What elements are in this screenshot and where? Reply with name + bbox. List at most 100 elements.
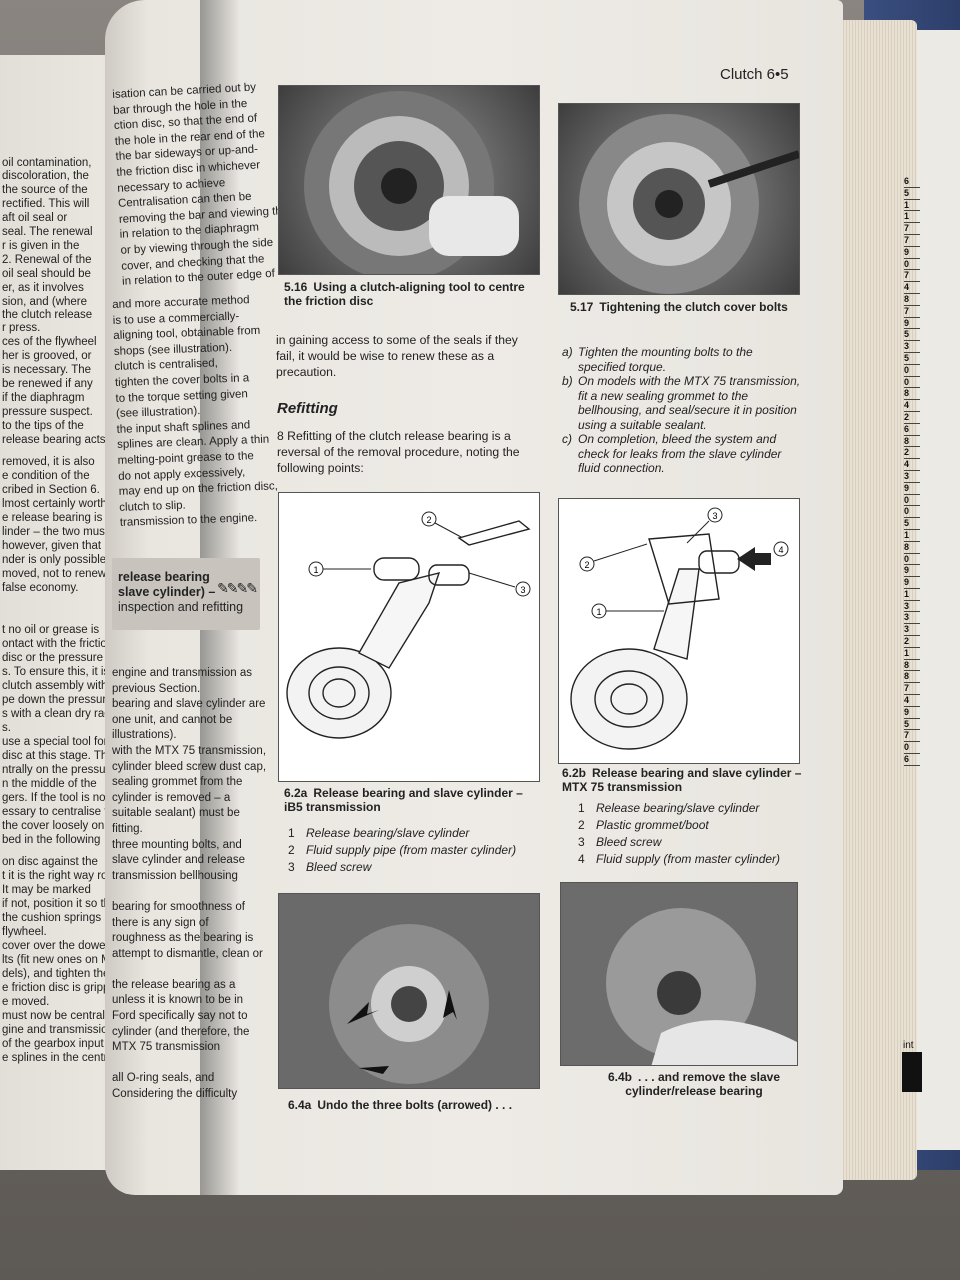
legend-key: 2	[578, 818, 585, 832]
left-page-line: cover over the dowels	[2, 940, 114, 952]
edge-index-entry: 8	[904, 660, 920, 672]
edge-index-entry: 1	[904, 200, 920, 212]
edge-index-entry: 0	[904, 377, 920, 389]
left-page-line: e splines in the centre of	[2, 1052, 127, 1064]
column1-line: there is any sign of	[112, 916, 209, 929]
edge-index-entry: 5	[904, 353, 920, 365]
edge-index-entry: 0	[904, 259, 920, 271]
edge-index-entry: 6	[904, 176, 920, 188]
edge-index-entry: 0	[904, 365, 920, 377]
edge-index-entry: 8	[904, 388, 920, 401]
diagram-6-2a: 1 2 3	[278, 492, 540, 782]
left-page-line: removed, it is also	[2, 456, 95, 468]
left-page-line: r press.	[2, 322, 41, 334]
column1-line: one unit, and cannot be	[112, 713, 233, 726]
left-page-line: aft oil seal or	[2, 212, 68, 224]
left-page-line: er, as it involves	[2, 282, 84, 294]
left-page-line: disc at this stage. The	[2, 750, 114, 762]
edge-index-entry: 8	[904, 542, 920, 554]
refit-point-line: c)On completion, bleed the system and	[562, 432, 802, 447]
column1-line: bearing for smoothness of	[112, 900, 245, 913]
left-page-line: ces of the flywheel	[2, 336, 97, 348]
edge-index-entry: 7	[904, 306, 920, 318]
callout-6-2b-4: 4	[778, 545, 783, 555]
left-page-line: oil seal should be	[2, 268, 91, 280]
edge-index-entry: 4	[904, 282, 920, 294]
column1-line: fitting.	[112, 822, 143, 835]
photo-remove-slave-cylinder	[560, 882, 798, 1066]
legend-text: Release bearing/slave cylinder	[596, 801, 760, 815]
refit-point-line: fluid connection.	[562, 461, 802, 476]
legend-text: Bleed screw	[596, 835, 662, 849]
edge-index-entry: 6	[904, 424, 920, 436]
edge-index-entry: 2	[904, 447, 920, 460]
edge-index-entry: 5	[904, 188, 920, 200]
legend-text: Fluid supply (from master cylinder)	[596, 852, 781, 866]
column1-line: previous Section.	[112, 682, 201, 695]
refit-point-line: specified torque.	[562, 360, 802, 375]
left-page-line: lmost certainly worth	[2, 498, 107, 510]
edge-index-entry: 1	[904, 589, 920, 601]
callout-6-2b-1: 1	[596, 607, 601, 617]
callout-6-2b-3: 3	[712, 511, 717, 521]
edge-index-entry: 7	[904, 730, 920, 743]
column1-line: three mounting bolts, and	[112, 838, 242, 851]
spanner-rating-icon: ✎✎✎✎	[217, 580, 258, 596]
edge-index-entry: 3	[904, 341, 920, 353]
left-page-line: if not, position it so that	[2, 898, 120, 910]
edge-index-entry: 2	[904, 412, 920, 424]
left-page-line: use a special tool for	[2, 736, 108, 748]
legend-key: 1	[288, 826, 295, 840]
refit-point-key: a)	[562, 345, 573, 359]
left-page-line: pressure suspect.	[2, 406, 93, 418]
edge-index-entry: 9	[904, 483, 920, 495]
refit-point-text: bellhousing, and seal/secure it in posit…	[578, 403, 797, 417]
left-page-line: rectified. This will	[2, 198, 90, 210]
edge-index-entry: 8	[904, 671, 920, 684]
column1-line: cylinder (and therefore, the	[112, 1025, 250, 1038]
legend-text: Release bearing/slave cylinder	[306, 826, 470, 840]
left-page-line: however, given that	[2, 540, 102, 552]
column1-line: suitable sealant) must be	[112, 807, 240, 820]
left-page-line: is necessary. The	[2, 364, 92, 376]
left-page-line: s.	[2, 722, 11, 734]
legend-text: Bleed screw	[306, 860, 372, 874]
legend-key: 1	[578, 801, 585, 815]
callout-6-2a-1: 1	[313, 565, 318, 575]
left-page-line: must now be centralised	[2, 1010, 127, 1022]
column1-line: all O-ring seals, and	[112, 1072, 215, 1085]
column1-line: MTX 75 transmission	[112, 1041, 221, 1054]
left-page-line: seal. The renewal	[2, 226, 93, 238]
refit-point-text: fluid connection.	[578, 461, 665, 475]
legend-item: 1 Release bearing/slave cylinder	[288, 825, 516, 842]
left-page-line: linder – the two must	[2, 526, 109, 538]
left-page-line: essary to centralise the	[2, 806, 121, 818]
left-page-line: of the gearbox input shaft	[2, 1038, 132, 1050]
left-page-line: bed in the following	[2, 834, 101, 846]
left-page-line: her is grooved, or	[2, 350, 92, 362]
edge-index-entry: 7	[904, 223, 920, 235]
refit-point-text: Tighten the mounting bolts to the	[578, 345, 753, 359]
edge-index-entry: 1	[904, 648, 920, 660]
photo-clutch-disc-illustration	[304, 91, 519, 274]
edge-index-entry: 0	[904, 495, 920, 507]
left-page-line: r is given in the	[2, 240, 80, 252]
left-page-line: e release bearing is	[2, 512, 103, 524]
left-page-line: the source of the	[2, 184, 88, 196]
refit-point-text: On completion, bleed the system and	[578, 432, 777, 446]
legend-text: Fluid supply pipe (from master cylinder)	[306, 843, 517, 857]
left-page-line: t no oil or grease is	[2, 624, 100, 636]
column1-line: bearing and slave cylinder are	[112, 698, 266, 711]
refit-point-text: check for leaks from the slave cylinder	[578, 446, 782, 461]
refit-point-text: fit a new sealing grommet to the	[578, 388, 749, 403]
refit-point-line: a) Tighten the mounting bolts to the	[562, 345, 802, 360]
edge-index-entry: 9	[904, 707, 920, 719]
photo-tightening-bolts	[558, 103, 800, 295]
edge-index-entry: 6	[904, 754, 920, 766]
